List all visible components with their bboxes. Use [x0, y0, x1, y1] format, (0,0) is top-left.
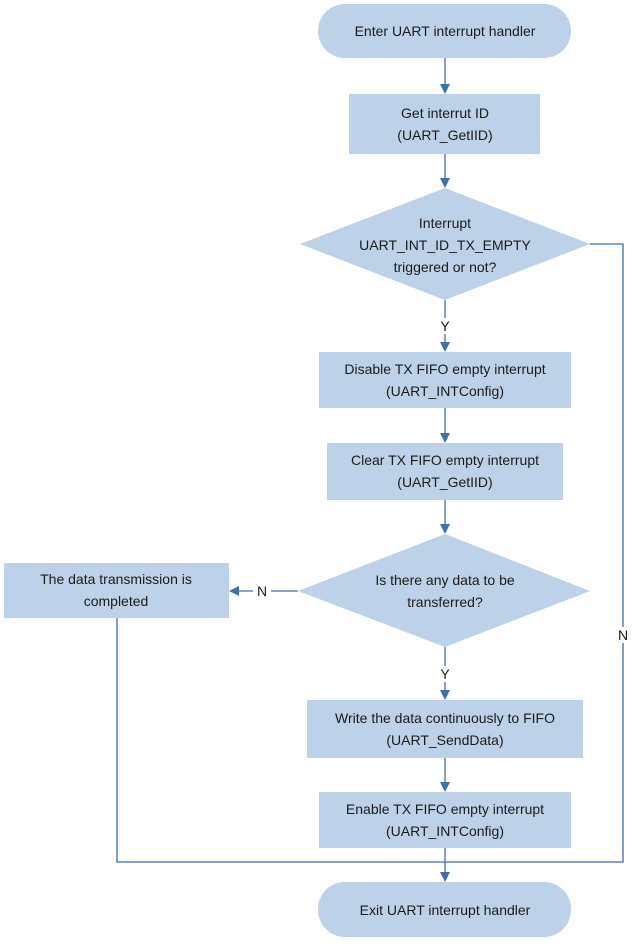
node-label-line: Disable TX FIFO empty interrupt: [344, 361, 545, 377]
node-clear-int-text: Clear TX FIFO empty interrupt (UART_GetII…: [351, 452, 539, 490]
node-get-id: Get interrut ID (UART_GetIID): [349, 94, 540, 154]
node-get-id-text: Get interrut ID (UART_GetIID): [397, 105, 492, 143]
node-label-line: Enter UART interrupt handler: [355, 23, 536, 39]
process-shape: [4, 563, 229, 618]
node-enable-int: Enable TX FIFO empty interrupt (UART_INTC…: [319, 792, 571, 848]
node-write-data-text: Write the data continuously to FIFO (UART…: [335, 710, 555, 748]
label-bg: [436, 318, 454, 334]
node-label-line: (UART_SendData): [386, 732, 503, 748]
node-label-line: Is there any data to be: [375, 572, 515, 588]
node-label-line: (UART_GetIID): [397, 474, 492, 490]
node-label-line: (UART_INTConfig): [386, 823, 504, 839]
terminal-shape: [318, 882, 571, 937]
arrowhead: [440, 84, 450, 94]
arrowhead: [440, 178, 450, 188]
node-label-line: completed: [84, 593, 149, 609]
node-disable-int-text: Disable TX FIFO empty interrupt (UART_INT…: [344, 361, 545, 399]
node-label-line: UART_INT_ID_TX_EMPTY: [359, 237, 531, 253]
node-label-line: Enable TX FIFO empty interrupt: [346, 801, 544, 817]
node-label-line: Get interrut ID: [401, 105, 489, 121]
process-shape: [307, 700, 583, 758]
node-label-line: The data transmission is: [40, 571, 192, 587]
arrowhead: [440, 782, 450, 792]
node-label-line: (UART_GetIID): [397, 127, 492, 143]
node-write-data: Write the data continuously to FIFO (UART…: [307, 700, 583, 758]
node-label-line: (UART_INTConfig): [386, 383, 504, 399]
process-shape: [327, 443, 563, 500]
decision-shape: [300, 188, 590, 300]
edge-label-data-no: N: [257, 583, 267, 599]
node-label-line: triggered or not?: [394, 259, 497, 275]
node-enable-int-text: Enable TX FIFO empty interrupt (UART_INTC…: [346, 801, 544, 839]
node-label-line: Write the data continuously to FIFO: [335, 710, 555, 726]
node-disable-int: Disable TX FIFO empty interrupt (UART_INT…: [319, 352, 571, 408]
node-end-text: Exit UART interrupt handler: [360, 902, 531, 918]
node-decision-data-text: Is there any data to be transferred?: [375, 572, 515, 610]
node-clear-int: Clear TX FIFO empty interrupt (UART_GetII…: [327, 443, 563, 500]
node-label-line: Exit UART interrupt handler: [360, 902, 531, 918]
node-end: Exit UART interrupt handler: [318, 882, 571, 937]
node-label-line: Clear TX FIFO empty interrupt: [351, 452, 539, 468]
decision-shape: [298, 534, 590, 647]
arrowhead: [440, 524, 450, 534]
node-completed: The data transmission is completed: [4, 563, 229, 618]
label-bg: [436, 666, 454, 682]
edge-completed-to-end: [116, 618, 445, 863]
edge-label-data-yes: Y: [440, 666, 450, 682]
arrowhead: [440, 872, 450, 882]
terminal-shape: [318, 4, 571, 58]
edge-label-tx-empty-yes: Y: [440, 318, 450, 334]
edges: [116, 58, 624, 882]
label-bg: [253, 583, 271, 599]
process-shape: [319, 792, 571, 848]
node-label-line: Interrupt: [419, 215, 471, 231]
edge-decision-no: [445, 243, 624, 863]
node-label-line: transferred?: [407, 594, 483, 610]
edge-labels: Y N Y N: [253, 318, 632, 682]
node-decision-data: Is there any data to be transferred?: [298, 534, 590, 647]
arrowhead: [229, 586, 239, 596]
label-bg: [614, 627, 632, 643]
arrowhead: [440, 433, 450, 443]
node-start-text: Enter UART interrupt handler: [355, 23, 536, 39]
node-start: Enter UART interrupt handler: [318, 4, 571, 58]
edge-label-tx-empty-no: N: [618, 627, 628, 643]
node-completed-text: The data transmission is completed: [40, 571, 192, 609]
process-shape: [319, 352, 571, 408]
arrowhead: [440, 342, 450, 352]
process-shape: [349, 94, 540, 154]
arrowhead: [440, 690, 450, 700]
